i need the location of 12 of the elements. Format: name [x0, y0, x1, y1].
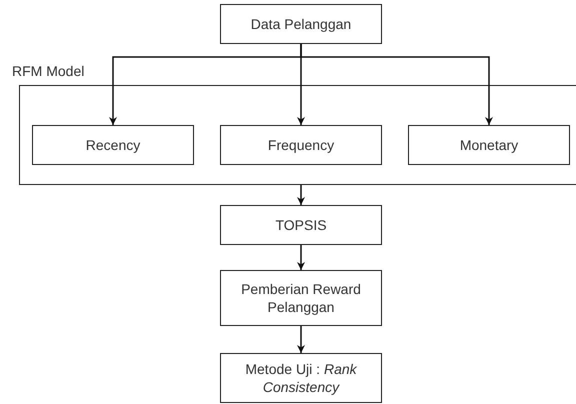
process-box: Metode Uji : Rank Consistency	[220, 353, 382, 403]
arrow	[297, 326, 305, 353]
group-label: RFM Model	[12, 62, 84, 80]
process-box: Data Pelanggan	[220, 4, 382, 44]
arrow	[300, 44, 493, 125]
process-box: Recency	[32, 125, 194, 165]
arrow	[297, 245, 305, 270]
process-box: Frequency	[220, 125, 382, 165]
process-box: TOPSIS	[220, 205, 382, 245]
process-box: Pemberian Reward Pelanggan	[220, 270, 382, 326]
arrow	[297, 185, 305, 205]
process-box: Monetary	[408, 125, 570, 165]
